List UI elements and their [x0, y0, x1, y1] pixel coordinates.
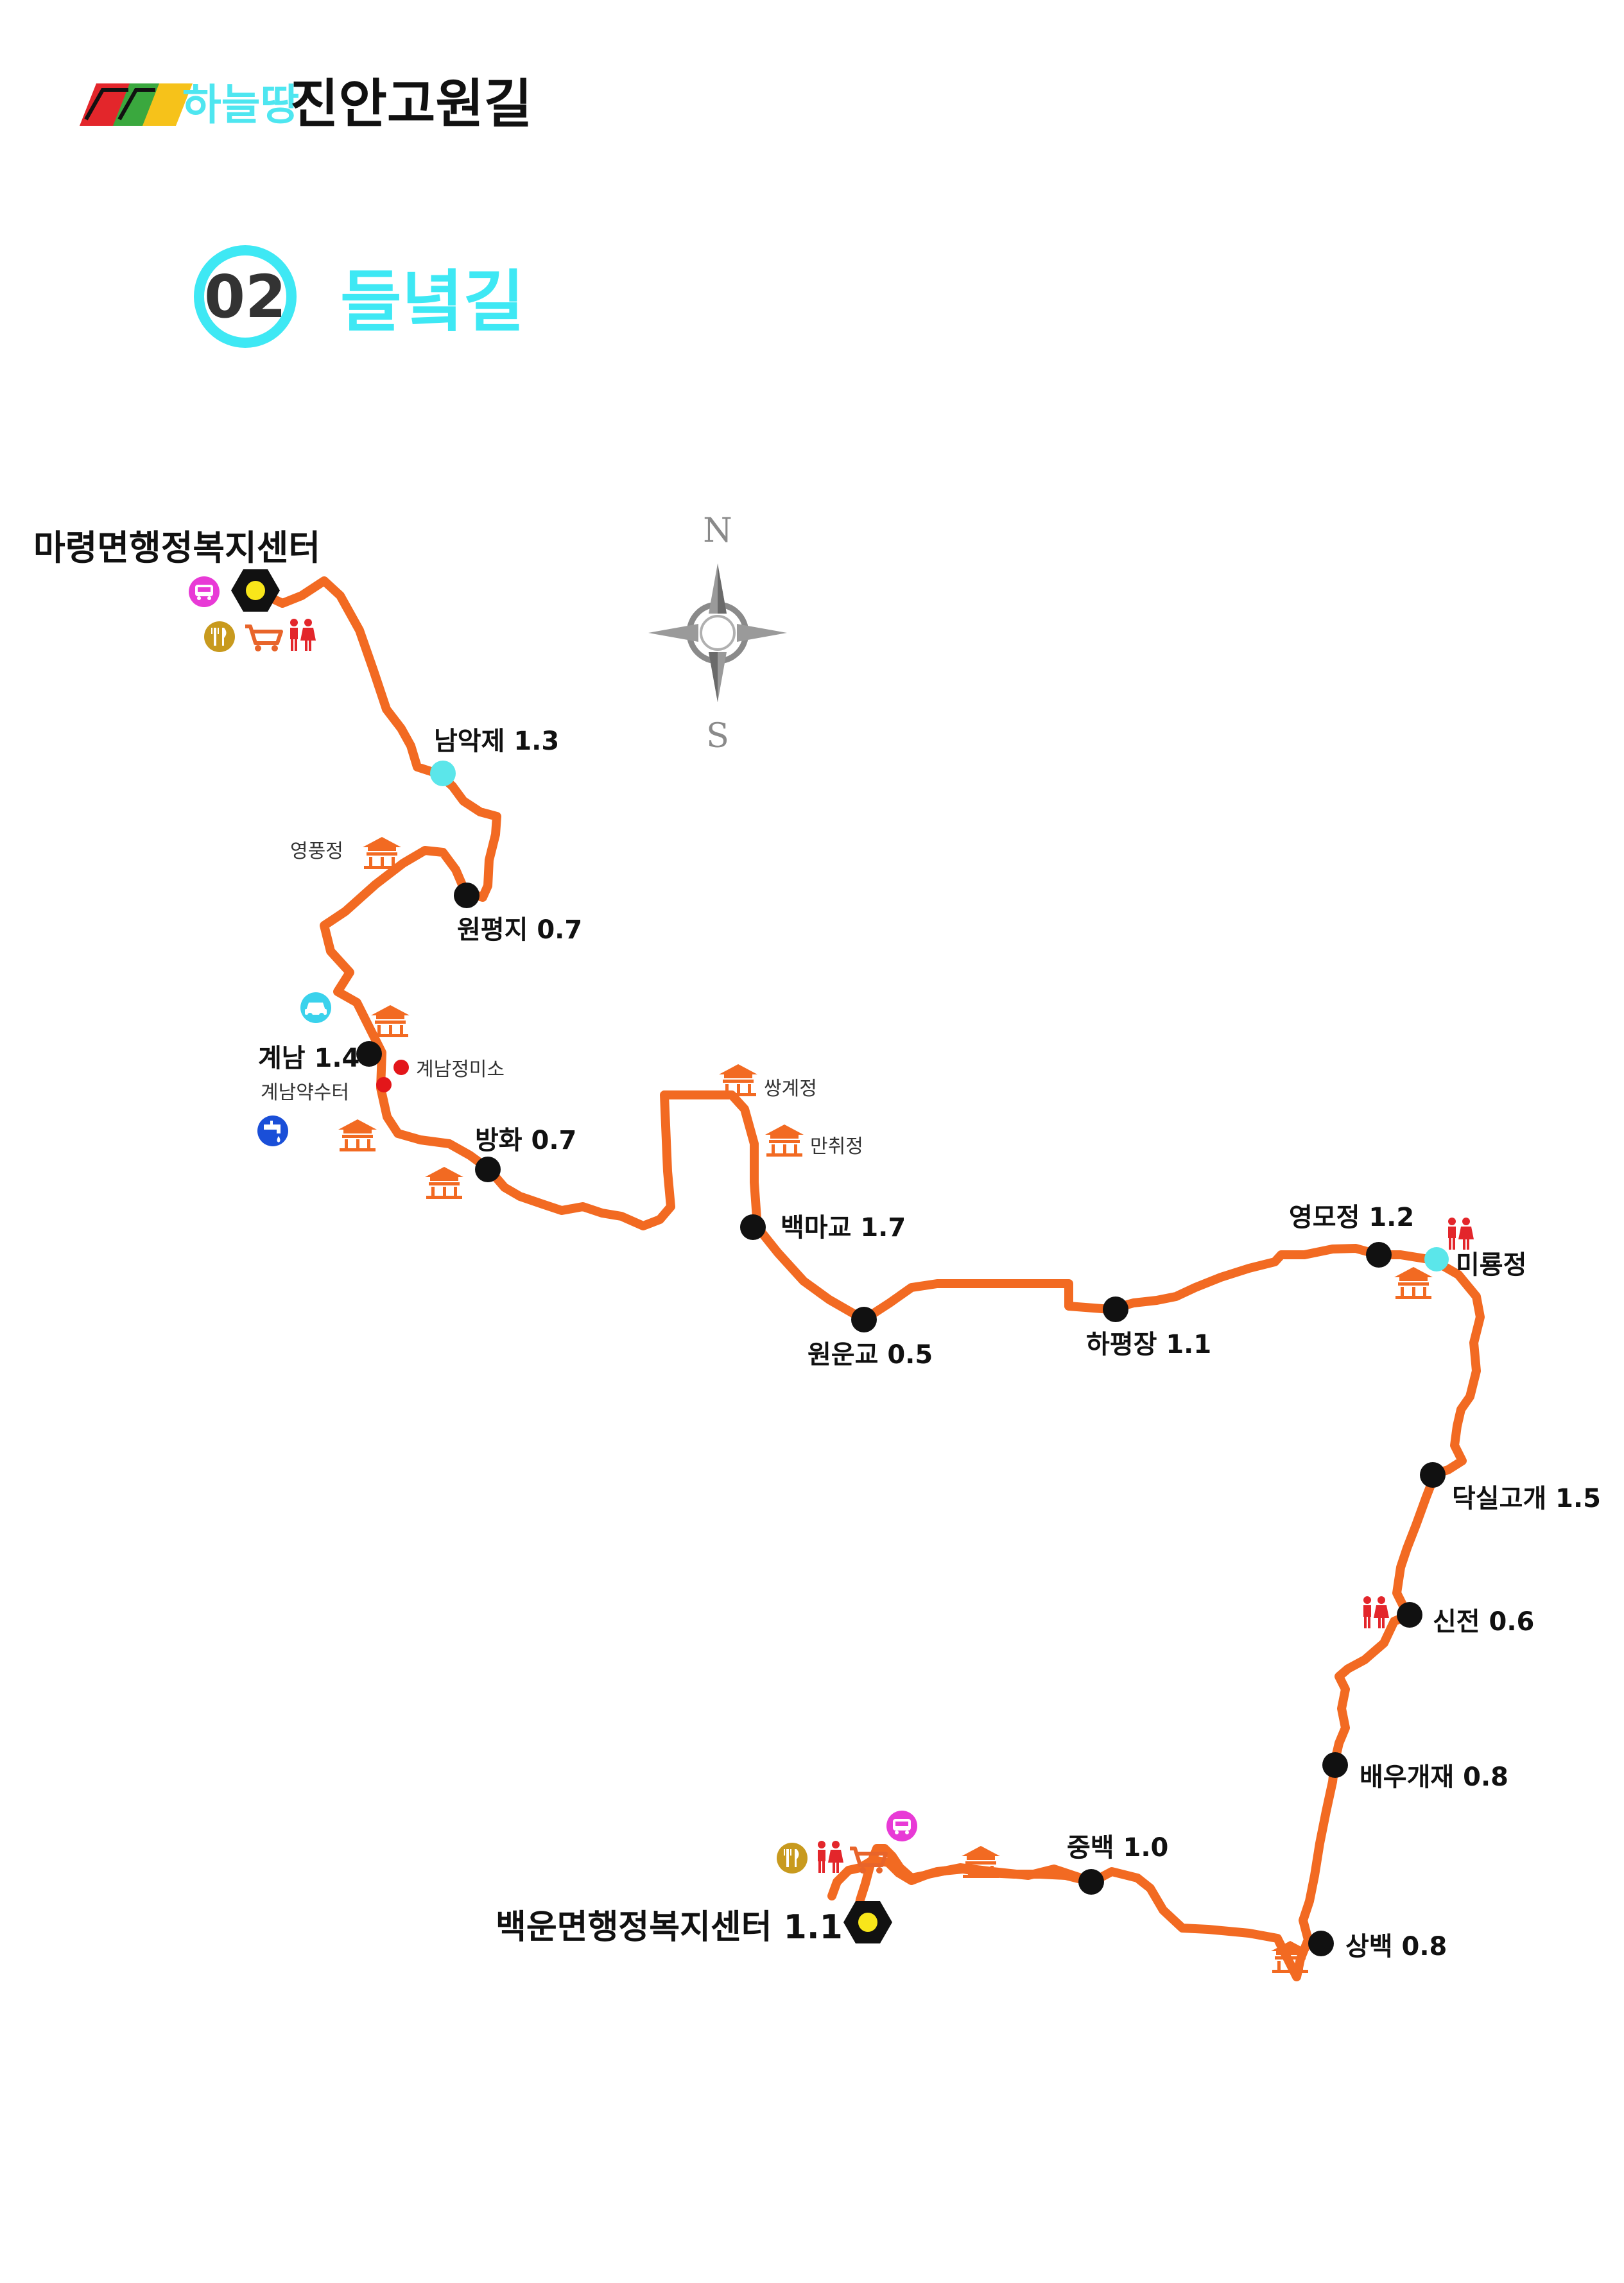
pavilion-icon [765, 1124, 804, 1157]
end-marker[interactable] [843, 1901, 892, 1943]
start-marker[interactable] [231, 569, 280, 612]
route-number: 02 [204, 263, 286, 331]
pavilion-icons [338, 837, 1433, 1973]
trail-route-west-end [853, 1844, 1096, 1936]
restroom-icon[interactable] [1363, 1596, 1389, 1628]
bus-icon[interactable] [189, 576, 220, 607]
poi-label-ssanggyejeong: 쌍계정 [764, 1078, 817, 1100]
restroom-icon[interactable] [290, 619, 316, 651]
brand-mark-icon [80, 83, 193, 126]
stop-dot-namakje[interactable] [430, 761, 456, 786]
stop-dot-jungbaek[interactable] [1078, 1869, 1104, 1895]
stop-dot-hapyeongjang[interactable] [1103, 1297, 1128, 1322]
route-title: 들녘길 [340, 263, 524, 341]
poi-label-gyenamjeongmiso: 계남정미소 [416, 1058, 505, 1081]
stop-dot-banghwa[interactable] [475, 1157, 501, 1182]
brand-prefix: 하늘땅 [182, 80, 299, 130]
poi-label-yeongpungjeong: 영풍정 [290, 840, 343, 863]
stop-dot-yeongmojeong[interactable] [1366, 1242, 1392, 1268]
stop-dot-gyenam[interactable] [356, 1041, 382, 1067]
stop-dot-wonungyo[interactable] [851, 1307, 877, 1332]
stop-label-daksilgogae: 닥실고개 1.5 [1452, 1484, 1601, 1513]
stop-label-sinjeon: 신전 0.6 [1433, 1607, 1534, 1637]
stop-dot-baeugaejae[interactable] [1322, 1752, 1348, 1778]
poi-label-manchwijeong: 만취정 [810, 1135, 863, 1158]
compass-south: S [706, 717, 729, 755]
stop-dot-sangbaek[interactable] [1308, 1931, 1334, 1956]
stop-label-yeongmojeong: 영모정 1.2 [1289, 1203, 1414, 1232]
stop-label-baeugaejae: 배우개재 0.8 [1360, 1762, 1508, 1792]
restroom-icon[interactable] [1448, 1218, 1474, 1250]
pavilion-icon [1394, 1267, 1433, 1299]
route-number-badge [194, 245, 297, 348]
stop-dot-daksilgogae[interactable] [1420, 1462, 1446, 1488]
stop-dot-baekmagyo[interactable] [740, 1214, 766, 1240]
poi-dot-miryongjeong[interactable] [1424, 1247, 1449, 1271]
water-tap-icon[interactable] [257, 1116, 288, 1146]
stop-markers [356, 761, 1449, 1956]
stop-label-wonungyo: 원운교 0.5 [808, 1340, 933, 1370]
stop-label-baekmagyo: 백마교 1.7 [781, 1213, 906, 1243]
restroom-icon[interactable] [818, 1841, 843, 1873]
route-header: 02 들녘길 [194, 245, 524, 348]
end-label: 백운면행정복지센터 1.1 [496, 1908, 843, 1947]
car-icon[interactable] [300, 992, 331, 1023]
brand-logo: 하늘땅 진안고원길 [80, 74, 532, 135]
poi-dot-gyenamyaksuteo[interactable] [376, 1077, 392, 1092]
poi-label-miryongjeong: 미룡정 [1456, 1250, 1526, 1280]
fork-knife-icon[interactable] [204, 621, 235, 652]
pavilion-icon [425, 1167, 463, 1199]
stop-label-gyenam: 계남 1.4 [258, 1044, 359, 1073]
start-label: 마령면행정복지센터 [33, 528, 320, 568]
compass-rose: N S [648, 512, 787, 755]
brand-name: 진안고원길 [290, 74, 532, 135]
fork-knife-icon[interactable] [777, 1843, 808, 1874]
cart-icon[interactable] [245, 626, 281, 651]
stop-dot-sinjeon[interactable] [1397, 1602, 1422, 1628]
stop-label-banghwa: 방화 0.7 [475, 1126, 576, 1155]
stop-label-sangbaek: 상백 0.8 [1345, 1932, 1447, 1961]
stop-label-jungbaek: 중백 1.0 [1067, 1833, 1168, 1863]
stop-label-hapyeongjang: 하평장 1.1 [1086, 1330, 1211, 1359]
stop-dot-wonpyeongji[interactable] [454, 883, 479, 908]
compass-north: N [703, 512, 732, 550]
trail-route-path [251, 576, 1485, 1981]
bus-icon[interactable] [886, 1811, 917, 1841]
map-labels: 마령면행정복지센터 백운면행정복지센터 1.1 남악제 1.3 원평지 0.7 … [33, 528, 1601, 1961]
poi-label-gyenamyaksuteo: 계남약수터 [261, 1081, 349, 1104]
pavilion-icon [338, 1119, 377, 1151]
stop-label-namakje: 남악제 1.3 [434, 727, 559, 756]
stop-label-wonpyeongji: 원평지 0.7 [457, 915, 582, 945]
poi-dot-gyenamjeongmiso[interactable] [393, 1060, 409, 1075]
